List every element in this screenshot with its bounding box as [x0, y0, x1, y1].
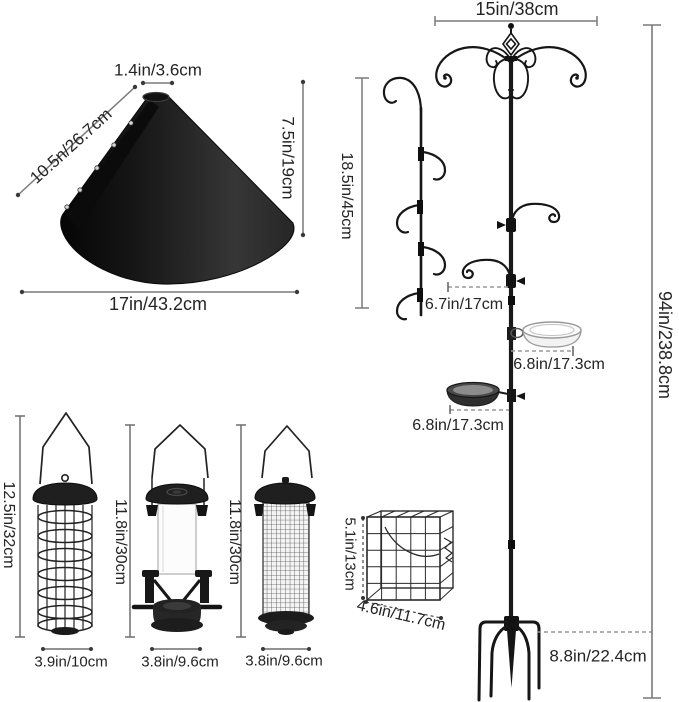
- tube-feeder-drawing: [131, 424, 223, 632]
- upper-tray-arm-label: 6.8in/17.3cm: [513, 356, 605, 373]
- tube-feeder-dimensions: [125, 424, 202, 651]
- mesh-feeder-height-label: 11.8in/30cm: [226, 499, 243, 585]
- pole-top-span-label: 15in/38cm: [475, 0, 559, 19]
- base-prong-width-label: 8.8in/22.4cm: [549, 646, 647, 666]
- suet-cage-dimensions: [361, 516, 443, 620]
- mesh-feeder-dimensions: [236, 424, 311, 651]
- mesh-feeder-width-label: 3.8in/9.6cm: [245, 652, 323, 670]
- pole-height-dimension: [643, 24, 661, 699]
- five-prong-base: [477, 616, 541, 702]
- cone-baffle-drawing: [60, 91, 295, 285]
- hook-dimension-line: [355, 77, 369, 309]
- baffle-height-label: 7.5in/19cm: [278, 116, 298, 200]
- tube-feeder-height-label: 11.8in/30cm: [112, 499, 129, 585]
- right-hook-arm: [497, 202, 561, 232]
- cage-feeder-height-label: 12.5in/32cm: [0, 481, 17, 569]
- lower-tray-arm-label: 6.8in/17.3cm: [412, 417, 504, 434]
- mesh-feeder-drawing: [254, 425, 316, 635]
- pole-top-span-dimension: [434, 16, 598, 26]
- cone-rivets: [64, 120, 134, 210]
- suet-cage-height-label: 5.1in/13cm: [341, 517, 359, 591]
- pole-top-hooks: [435, 46, 587, 100]
- pole-finial: [502, 23, 520, 57]
- black-tray: [446, 381, 525, 407]
- cage-feeder-width-label: 3.9in/10cm: [34, 653, 108, 671]
- suet-cage-drawing: [366, 510, 454, 601]
- cage-feeder-dimensions: [15, 415, 93, 651]
- pole-height-label: 94in/238.8cm: [655, 290, 675, 400]
- side-hook-arm-label: 6.7in/17cm: [424, 296, 504, 313]
- baffle-base-width-label: 17in/43.2cm: [108, 294, 208, 314]
- cone-dimension-lines: [15, 79, 306, 295]
- hanging-hook-drawing: [382, 76, 447, 321]
- baffle-top-width-label: 1.4in/3.6cm: [114, 60, 202, 80]
- white-tray: [507, 321, 582, 348]
- tube-feeder-width-label: 3.8in/9.6cm: [141, 653, 219, 671]
- pole-station-drawing: [435, 23, 652, 702]
- left-hook-arm: [461, 258, 525, 288]
- hanging-hook-length-label: 18.5in/45cm: [338, 152, 355, 240]
- cage-feeder-drawing: [32, 412, 98, 635]
